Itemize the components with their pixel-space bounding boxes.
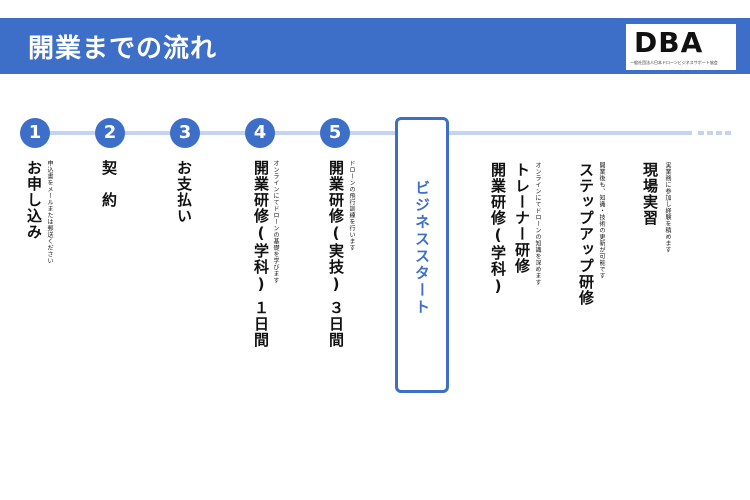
after-3-title: 現場実習 <box>641 162 659 226</box>
step-1-note: 申込書をメールまたは郵送ください <box>46 160 53 264</box>
step-1-number: 1 <box>20 118 50 148</box>
step-5-note: ドローンの飛行訓練を行います <box>348 160 355 251</box>
step-4-title-line2: １日間 <box>252 300 270 348</box>
step-3-title: お支払い <box>175 160 193 224</box>
step-1-title: お申し込み <box>25 160 43 240</box>
dba-logo: DBA 一般社団法人日本ドローンビジネスサポート協会 <box>626 24 736 70</box>
page-title: 開業までの流れ <box>28 34 218 64</box>
business-start-box: ビジネススタート <box>395 117 449 393</box>
logo-subtext: 一般社団法人日本ドローンビジネスサポート協会 <box>630 60 718 65</box>
step-2-number: 2 <box>95 118 125 148</box>
step-5-number: 5 <box>320 118 350 148</box>
step-2-title: 契 約 <box>100 160 118 208</box>
business-start-label: ビジネススタート <box>413 180 431 316</box>
step-5-title-line2: ３日間 <box>327 300 345 348</box>
logo-mark: DBA <box>634 26 704 59</box>
header-bar: 開業までの流れ DBA 一般社団法人日本ドローンビジネスサポート協会 <box>0 18 750 74</box>
step-5-title-line1: 開業研修(実技) <box>327 160 345 294</box>
after-3-note: 実業務に参加し経験を積めます <box>664 162 671 253</box>
step-4-note: オンラインにてドローンの基礎を学びます <box>272 160 279 284</box>
step-3-number: 3 <box>170 118 200 148</box>
after-2-title: ステップアップ研修 <box>577 162 595 306</box>
timeline-line <box>36 131 692 135</box>
step-4-title-line1: 開業研修(学科) <box>252 160 270 294</box>
after-1-title-line1: トレーナー研修 <box>513 162 531 274</box>
after-1-note: オンラインにてドローンの知識を深めます <box>534 162 541 286</box>
after-2-note: 開業後も、知識・技術の更新が可能です <box>598 162 605 279</box>
timeline-continuation <box>698 131 732 135</box>
after-1-title-line2: 開業研修(学科) <box>489 162 507 296</box>
step-4-number: 4 <box>245 118 275 148</box>
